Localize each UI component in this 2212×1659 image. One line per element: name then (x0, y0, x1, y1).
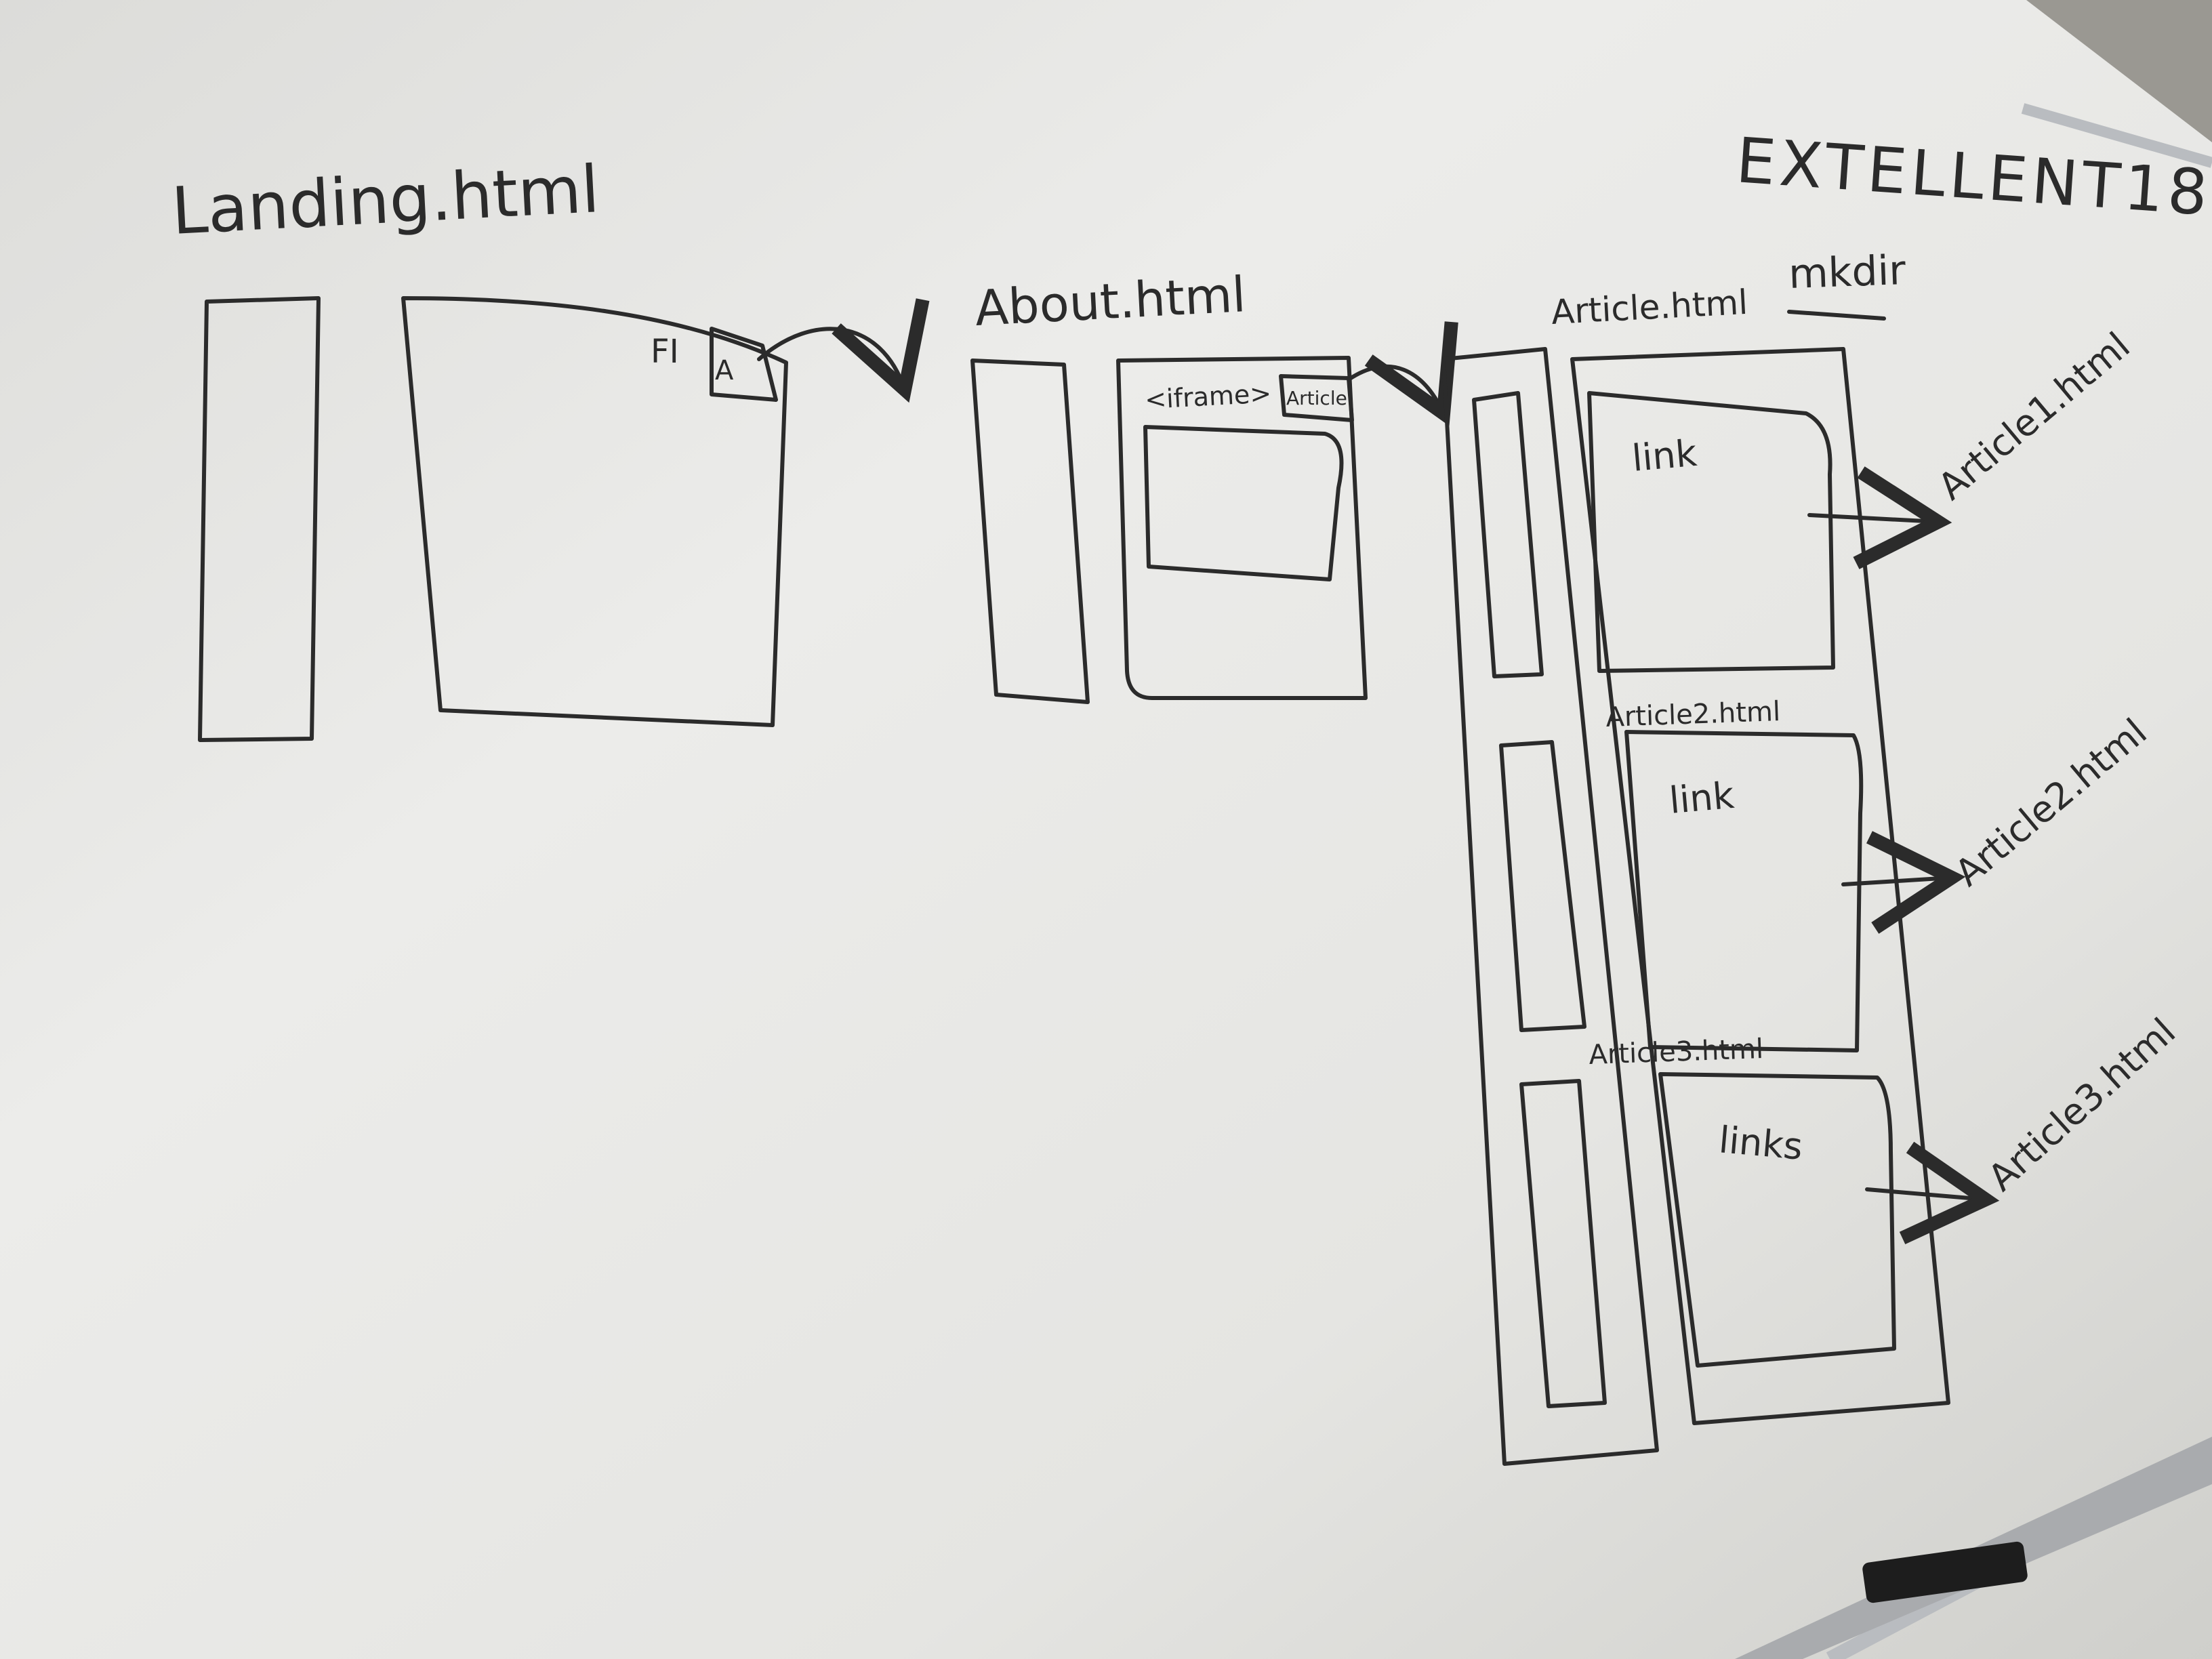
article2-above-label: Article2.html (1605, 696, 1781, 733)
out-arrow-3 (1865, 1141, 2000, 1245)
about-sidebar-box (970, 359, 1090, 704)
fi-label: FI (651, 333, 679, 371)
out-arrow-2 (1841, 831, 1966, 934)
landing-a-tab (710, 327, 778, 402)
article-tab-label: Article (1286, 387, 1347, 409)
article-card-3 (1658, 1072, 1896, 1368)
landing-sidebar-box (198, 296, 321, 742)
card3-links-label: links (1717, 1118, 1805, 1168)
article-sidebar-slot-1 (1472, 391, 1544, 678)
article-sidebar-slot-2 (1499, 740, 1586, 1032)
article3-above-label: Article3.html (1589, 1033, 1764, 1071)
card1-link-label: link (1631, 432, 1699, 480)
landing-main-box (401, 296, 788, 727)
about-to-article-arrow (1347, 321, 1458, 426)
about-main-box (1116, 356, 1368, 700)
out-arrow-1 (1807, 466, 1952, 569)
article-sidebar-outer (1441, 347, 1659, 1466)
about-title: About.html (973, 266, 1247, 337)
mkdir-label: mkdir (1788, 247, 1906, 298)
article-card-1 (1587, 391, 1835, 673)
card2-link-label: link (1668, 774, 1736, 822)
about-article-tab (1279, 374, 1354, 422)
article-card-2 (1624, 730, 1864, 1052)
eraser-icon (1862, 1541, 2028, 1603)
board-frame (2021, 103, 2212, 168)
about-iframe-box (1143, 425, 1344, 581)
landing-to-about-arrow (757, 298, 930, 403)
article-main-outer (1570, 347, 1950, 1425)
article-sidebar-slot-3 (1519, 1079, 1607, 1408)
mkdir-underline (1787, 310, 1886, 321)
iframe-label: <iframe> (1144, 378, 1272, 415)
a-label: A (715, 355, 734, 386)
